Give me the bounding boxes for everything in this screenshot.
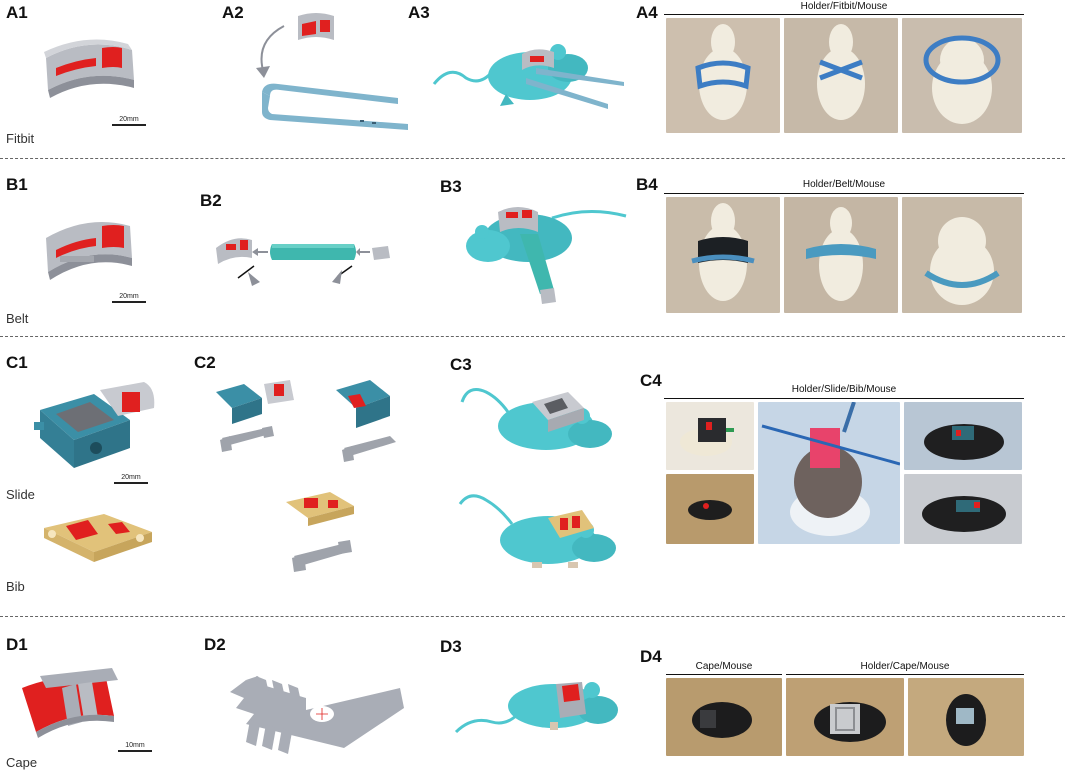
slide-bib-exploded-model — [216, 380, 396, 572]
photo-belt-top — [666, 197, 780, 313]
photo-slide-mouse-walking — [904, 474, 1022, 544]
scale-bar-c1: 20mm — [114, 474, 148, 484]
panel-label-d2: D2 — [204, 635, 226, 654]
caption-underline-d4-left — [666, 674, 782, 675]
panel-label-d3: D3 — [440, 637, 462, 656]
scale-bar-d1: 10mm — [118, 742, 152, 752]
mouse-bib-model — [458, 494, 616, 568]
caption-underline-a4 — [664, 14, 1024, 15]
photo-slide-mouse-cage — [666, 474, 754, 544]
row-name-bib: Bib — [6, 579, 25, 594]
photo-slide-mouse-side — [904, 402, 1022, 470]
caption-underline-d4-right — [786, 674, 1024, 675]
panel-label-a2: A2 — [222, 3, 244, 22]
photo-holder-cape-mouse-2 — [908, 678, 1024, 756]
scale-label-a1: 20mm — [119, 116, 139, 123]
panel-label-c2: C2 — [194, 353, 216, 372]
scale-bar-b1: 20mm — [112, 293, 146, 303]
photo-slide-model — [666, 402, 754, 470]
panel-label-d4: D4 — [640, 647, 662, 666]
row-name-slide: Slide — [6, 487, 35, 502]
panel-label-b2: B2 — [200, 191, 222, 210]
scale-bar-a1: 20mm — [112, 116, 146, 126]
cape-holder-model — [22, 668, 118, 738]
fitbit-exploded-model — [256, 13, 408, 130]
panel-label-b4: B4 — [636, 175, 658, 194]
photo-caption-d4-left: Cape/Mouse — [695, 661, 753, 672]
scale-label-c1: 20mm — [121, 474, 141, 481]
panel-label-a1: A1 — [6, 3, 28, 22]
mouse-slide-model — [460, 388, 612, 450]
photo-fitbit-top — [666, 18, 780, 133]
row-name-cape: Cape — [6, 755, 38, 770]
panel-label-c4: C4 — [640, 371, 662, 390]
mouse-fitbit-model — [432, 44, 624, 109]
row-name-belt: Belt — [6, 311, 29, 326]
photo-caption-b4: Holder/Belt/Mouse — [802, 179, 886, 190]
mouse-cape-model — [454, 682, 618, 734]
panel-label-c3: C3 — [450, 355, 472, 374]
panel-label-a4: A4 — [636, 3, 658, 22]
scale-label-d1: 10mm — [125, 742, 145, 749]
photo-cape-mouse — [666, 678, 782, 756]
caption-underline-b4 — [664, 193, 1024, 194]
photo-fitbit-front — [902, 18, 1022, 133]
photo-caption-c4: Holder/Slide/Bib/Mouse — [791, 384, 897, 395]
photo-caption-a4: Holder/Fitbit/Mouse — [800, 1, 888, 12]
scale-label-b1: 20mm — [119, 293, 139, 300]
fitbit-holder-model — [44, 39, 134, 98]
panel-label-d1: D1 — [6, 635, 28, 654]
panel-label-b1: B1 — [6, 175, 28, 194]
panel-label-c1: C1 — [6, 353, 28, 372]
belt-exploded-model — [216, 238, 390, 286]
panel-label-a3: A3 — [408, 3, 430, 22]
belt-holder-model — [46, 222, 132, 280]
row-name-fitbit: Fitbit — [6, 131, 35, 146]
row-divider-cd — [0, 616, 1065, 617]
photo-bib-imaging — [758, 402, 900, 544]
cape-flat-model — [230, 676, 404, 754]
caption-underline-c4 — [664, 398, 1024, 399]
photo-fitbit-back — [784, 18, 898, 133]
photo-caption-d4-right: Holder/Cape/Mouse — [860, 661, 950, 672]
slide-holder-model — [34, 382, 155, 468]
photo-belt-back — [784, 197, 898, 313]
photo-holder-cape-mouse-1 — [786, 678, 904, 756]
bib-model — [44, 514, 152, 562]
row-divider-ab — [0, 158, 1065, 159]
mouse-belt-model — [466, 207, 627, 304]
row-divider-bc — [0, 336, 1065, 337]
panel-label-b3: B3 — [440, 177, 462, 196]
photo-belt-front — [902, 197, 1022, 313]
